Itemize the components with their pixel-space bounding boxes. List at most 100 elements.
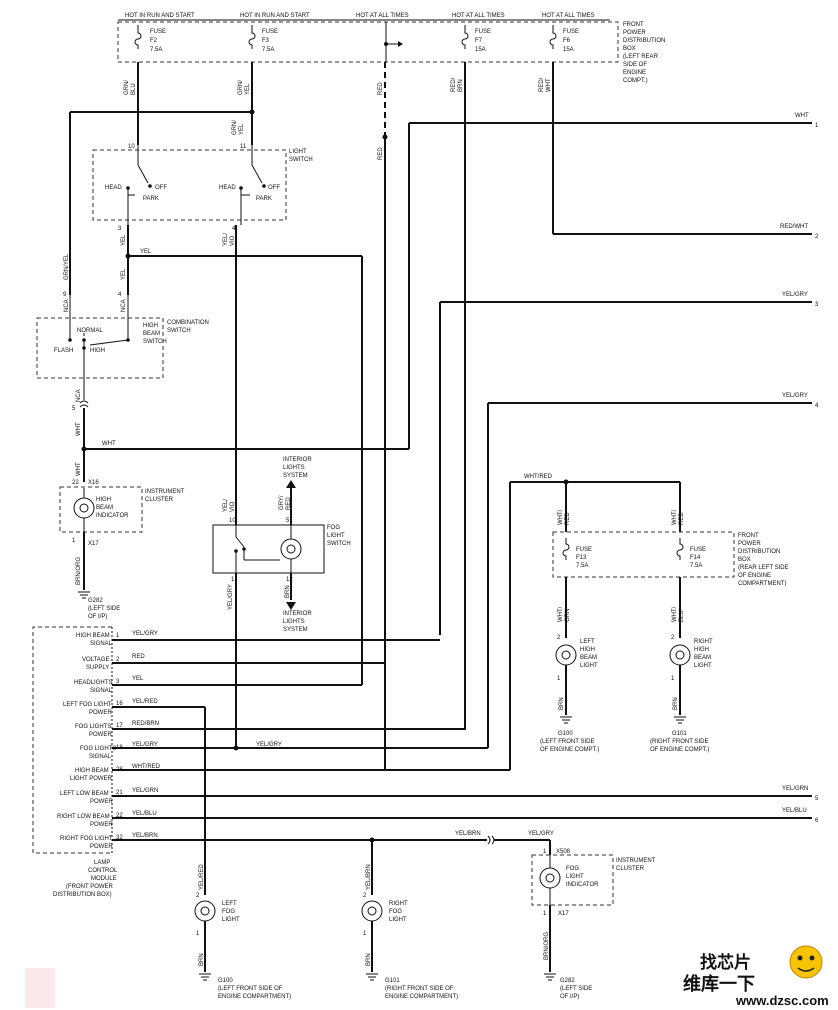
svg-text:G282: G282 [88,598,103,604]
svg-text:2: 2 [815,234,819,240]
svg-text:LIGHT: LIGHT [289,149,307,155]
svg-text:1: 1 [116,633,120,639]
light-switch: LIGHT SWITCH 10 11 GRN/ YEL HEAD OFF PAR… [92,120,313,232]
svg-text:FUSE: FUSE [576,547,592,553]
svg-text:FUSE: FUSE [690,547,706,553]
svg-text:1: 1 [671,676,675,682]
svg-text:WHT/RED: WHT/RED [132,764,161,770]
watermark: 找芯片 维库一下 www.dzsc.com [25,945,829,1008]
svg-text:2: 2 [363,893,367,899]
svg-text:SYSTEM: SYSTEM [283,627,308,633]
svg-text:INTERIOR: INTERIOR [283,611,312,617]
svg-text:RED/BRN: RED/BRN [132,721,159,727]
wht-wire: WHT WHT 1 RED/WHT 2 [81,113,819,452]
svg-text:ENGINE COMPARTMENT): ENGINE COMPARTMENT) [385,994,458,1000]
svg-text:WHT: WHT [546,78,552,92]
svg-text:VOLTAGE: VOLTAGE [82,657,109,663]
instrument-cluster-left: WHT INSTRUMENT CLUSTER 22 X16 HIGH BEAM … [59,462,185,620]
svg-text:RED/WHT: RED/WHT [780,224,808,230]
svg-text:4: 4 [815,403,819,409]
svg-text:HEADLIGHTS: HEADLIGHTS [74,680,112,686]
svg-text:LEFT: LEFT [222,901,237,907]
svg-text:4: 4 [232,226,236,232]
fuse-box-top-label: FRONT POWER DISTRIBUTION BOX (LEFT REAR … [623,22,665,84]
svg-text:7.5A: 7.5A [576,563,588,569]
svg-text:RIGHT FOG LIGHT: RIGHT FOG LIGHT [60,836,113,842]
svg-text:BRN: BRN [285,585,291,598]
svg-text:F6: F6 [563,38,571,44]
svg-text:GRN: GRN [565,609,571,622]
svg-text:SWITCH: SWITCH [167,328,191,334]
svg-text:(LEFT FRONT SIDE: (LEFT FRONT SIDE [540,739,594,745]
svg-text:(FRONT POWER: (FRONT POWER [66,884,114,890]
left-high-beam-light: 2 LEFT HIGH BEAM LIGHT 1 BRN G100 (LEFT … [540,635,599,753]
svg-text:F2: F2 [150,38,158,44]
svg-text:10: 10 [128,144,135,150]
svg-text:7.5A: 7.5A [150,47,162,53]
svg-text:RED: RED [679,512,685,525]
svg-text:X17: X17 [88,541,99,547]
svg-text:17: 17 [116,723,123,729]
svg-text:2: 2 [557,635,561,641]
svg-text:SIDE OF: SIDE OF [623,62,647,68]
lcm-pin-left-low-beam-power: LEFT LOW BEAM POWER 21 YEL/GRN YEL/GRN 5 [60,786,819,805]
svg-text:LIGHT: LIGHT [222,917,240,923]
svg-text:YEL/GRY: YEL/GRY [132,631,158,637]
header-1: HOT IN RUN AND START [125,13,195,19]
svg-text:OFF: OFF [155,185,167,191]
svg-text:YEL/GRN: YEL/GRN [132,788,158,794]
svg-text:WHT: WHT [102,441,116,447]
svg-text:LIGHT: LIGHT [389,917,407,923]
svg-text:OF ENGINE COMPT.): OF ENGINE COMPT.) [540,747,599,753]
svg-text:RIGHT: RIGHT [694,639,713,645]
svg-text:FUSE: FUSE [262,29,278,35]
instrument-cluster-right: INSTRUMENT CLUSTER 1 X508 FOG LIGHT INDI… [531,849,656,1000]
svg-text:BLU: BLU [679,610,685,622]
svg-text:HIGH BEAM: HIGH BEAM [76,633,110,639]
svg-text:YEL/GRY: YEL/GRY [782,292,808,298]
svg-text:YEL: YEL [140,249,152,255]
svg-text:INSTRUMENT: INSTRUMENT [145,489,185,495]
svg-text:HIGH: HIGH [90,348,105,354]
svg-text:YEL: YEL [121,268,127,280]
lamp-control-module: LAMP CONTROL MODULE (FRONT POWER DISTRIB… [32,626,819,898]
lcm-pin-right-low-beam-power: RIGHT LOW BEAM POWER 22 YEL/BLU YEL/BLU … [57,808,819,828]
svg-text:RED: RED [132,654,145,660]
svg-text:BEAM: BEAM [694,655,711,661]
svg-text:COMBINATION: COMBINATION [167,320,209,326]
combination-switch: COMBINATION SWITCH HIGH BEAM SWITCH 9 4 … [36,292,209,482]
svg-text:BOX: BOX [623,46,636,52]
right-high-beam-light: 2 RIGHT HIGH BEAM LIGHT 1 BRN G101 (RIGH… [650,635,713,753]
header-2: HOT IN RUN AND START [240,13,310,19]
svg-text:16: 16 [116,701,123,707]
svg-text:BEAM: BEAM [143,331,160,337]
svg-text:HIGH: HIGH [96,497,111,503]
svg-text:(LEFT SIDE: (LEFT SIDE [560,986,592,992]
svg-text:RED/: RED/ [451,77,457,92]
svg-text:POWER: POWER [89,732,112,738]
svg-text:YEL/BLU: YEL/BLU [782,808,807,814]
svg-text:WHT/: WHT/ [558,606,564,622]
svg-text:ENGINE: ENGINE [623,70,646,76]
svg-text:RED: RED [286,497,292,510]
svg-text:NORMAL: NORMAL [77,328,103,334]
svg-text:5: 5 [72,406,76,412]
svg-text:BOX: BOX [738,557,751,563]
svg-text:RED: RED [378,82,384,95]
svg-text:1: 1 [557,676,561,682]
svg-text:PARK: PARK [256,196,272,202]
svg-text:POWER: POWER [90,822,113,828]
svg-text:X17: X17 [558,911,569,917]
svg-text:RED: RED [565,512,571,525]
svg-text:ENGINE COMPARTMENT): ENGINE COMPARTMENT) [218,994,291,1000]
svg-text:YEL/GRY: YEL/GRY [228,584,234,610]
fuse-f7: FUSE F7 15A [461,25,491,53]
svg-text:11: 11 [240,144,247,150]
svg-text:CONTROL: CONTROL [88,868,118,874]
svg-text:X508: X508 [556,849,571,855]
svg-text:YEL: YEL [121,234,127,246]
svg-text:YEL: YEL [239,123,245,135]
svg-text:YEL/GRY: YEL/GRY [132,742,158,748]
svg-text:HIGH BEAM: HIGH BEAM [75,768,109,774]
watermark-logo: 找芯片 [700,952,751,973]
